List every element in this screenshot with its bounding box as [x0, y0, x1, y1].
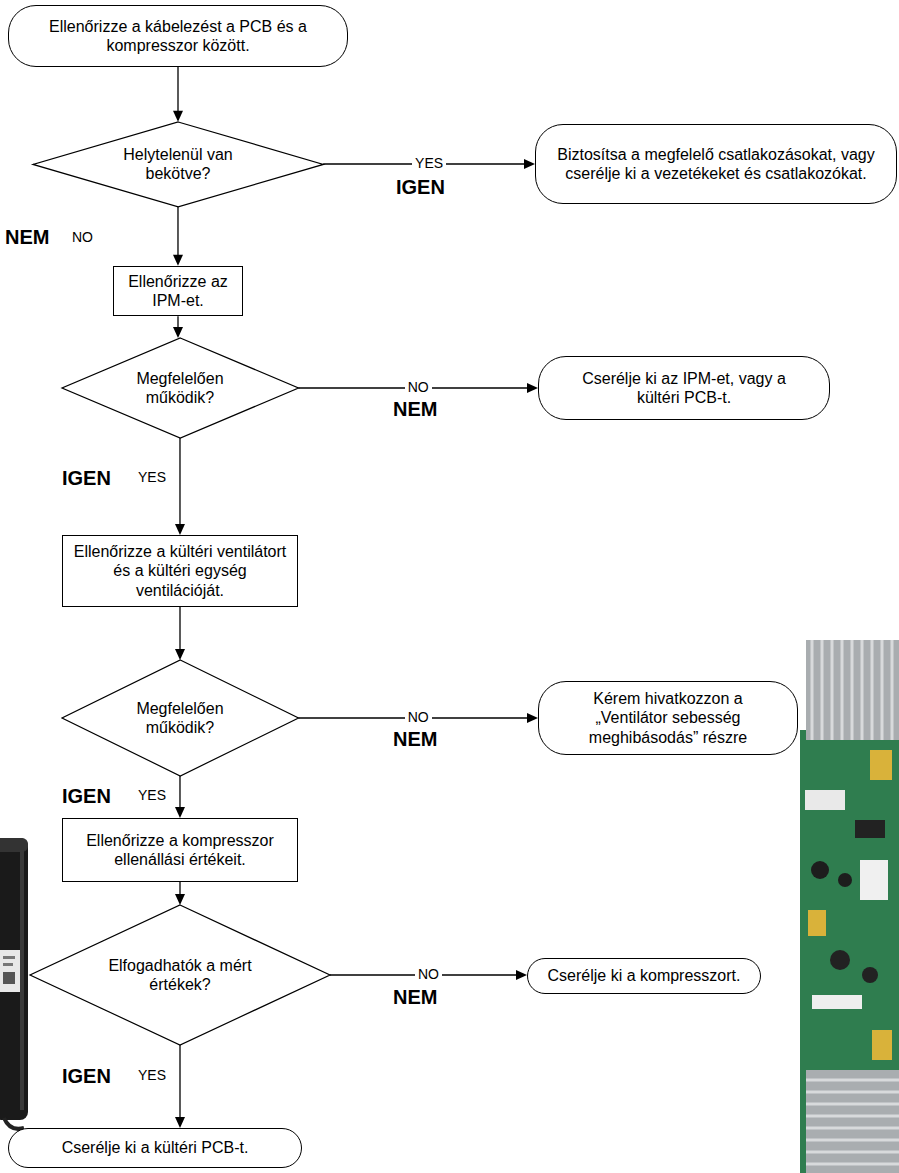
terminal-box: Kérem hivatkozzon a „Ventilátor sebesség… [538, 681, 798, 755]
node-text: Cserélje ki a kompresszort. [541, 966, 747, 985]
process-box: Ellenőrizze az IPM-et. [113, 266, 243, 316]
node-text: Elfogadhatók a mért értékek? [102, 956, 258, 994]
terminal-box: Biztosítsa a megfelelő csatlakozásokat, … [535, 124, 897, 204]
node-text: Cserélje ki az IPM-et, vagy a kültéri PC… [562, 369, 806, 407]
node-text: Ellenőrizze a kábelezést a PCB és a komp… [34, 17, 322, 55]
node-label: Kérem hivatkozzon a „Ventilátor sebesség… [560, 689, 776, 747]
flow-arrow [175, 607, 185, 660]
node-label: Elfogadhatók a mért értékek? [102, 956, 258, 994]
node-label: Biztosítsa a megfelelő csatlakozásokat, … [557, 145, 875, 183]
branch-word: NEM [393, 986, 437, 1008]
node-label: Helytelenül van bekötve? [102, 145, 253, 183]
edge-label: NO [405, 380, 432, 395]
flow-arrow [175, 776, 185, 818]
edge-label: NO [69, 230, 96, 245]
node-label: Megfelelően működik? [118, 699, 241, 737]
pcb-photo [800, 640, 899, 1173]
node-text: Ellenőrizze a kültéri ventilátort és a k… [70, 542, 290, 600]
edge-label: YES [135, 1068, 169, 1083]
process-box: Ellenőrizze a kültéri ventilátort és a k… [62, 535, 298, 607]
flow-arrow [175, 438, 185, 535]
branch-word: IGEN [62, 467, 111, 489]
branch-word: NEM [5, 226, 49, 248]
node-text: Kérem hivatkozzon a „Ventilátor sebesség… [560, 689, 776, 747]
edge-label: YES [135, 470, 169, 485]
terminal-box: Cserélje ki a kültéri PCB-t. [8, 1128, 302, 1168]
node-label: Ellenőrizze a kábelezést a PCB és a komp… [34, 17, 322, 55]
node-text: Megfelelően működik? [118, 699, 241, 737]
branch-word: IGEN [396, 176, 445, 198]
node-label: Ellenőrizze az IPM-et. [119, 272, 237, 310]
edge-label: YES [135, 788, 169, 803]
diamond-outline [33, 122, 323, 207]
terminal-box: Cserélje ki az IPM-et, vagy a kültéri PC… [538, 356, 830, 420]
node-label: Megfelelően működik? [118, 369, 241, 407]
flow-arrow [173, 67, 183, 122]
flow-arrow [173, 316, 183, 338]
branch-word: IGEN [62, 1065, 111, 1087]
branch-word: IGEN [62, 785, 111, 807]
node-text: Helytelenül van bekötve? [102, 145, 253, 183]
flow-arrow [173, 206, 183, 265]
decision-diamond: Helytelenül van bekötve? [33, 122, 323, 207]
node-label: Cserélje ki az IPM-et, vagy a kültéri PC… [562, 369, 806, 407]
node-label: Ellenőrizze a kompresszor ellenállási ér… [70, 831, 290, 869]
node-text: Biztosítsa a megfelelő csatlakozásokat, … [557, 145, 875, 183]
diamond-outline [62, 660, 299, 776]
node-label: Cserélje ki a kültéri PCB-t. [24, 1138, 286, 1157]
diamond-outline [30, 905, 330, 1045]
process-box: Ellenőrizze a kompresszor ellenállási ér… [62, 818, 298, 882]
edge-label: NO [415, 967, 442, 982]
node-text: Ellenőrizze a kompresszor ellenállási ér… [70, 831, 290, 869]
edge-label: YES [412, 156, 446, 171]
node-label: Cserélje ki a kompresszort. [541, 966, 747, 985]
diamond-outline [62, 338, 299, 438]
node-label: Ellenőrizze a kültéri ventilátort és a k… [70, 542, 290, 600]
node-text: Ellenőrizze az IPM-et. [119, 272, 237, 310]
compressor-photo [0, 838, 28, 1129]
flow-arrow [175, 1045, 185, 1128]
flow-arrow [175, 882, 185, 905]
terminal-box: Cserélje ki a kompresszort. [527, 958, 761, 994]
branch-word: NEM [393, 728, 437, 750]
branch-word: NEM [393, 398, 437, 420]
node-text: Cserélje ki a kültéri PCB-t. [24, 1138, 286, 1157]
decision-diamond: Megfelelően működik? [62, 660, 299, 776]
decision-diamond: Elfogadhatók a mért értékek? [30, 905, 330, 1045]
decision-diamond: Megfelelően működik? [62, 338, 299, 438]
edge-label: NO [405, 710, 432, 725]
terminal-box: Ellenőrizze a kábelezést a PCB és a komp… [8, 5, 348, 67]
node-text: Megfelelően működik? [118, 369, 241, 407]
